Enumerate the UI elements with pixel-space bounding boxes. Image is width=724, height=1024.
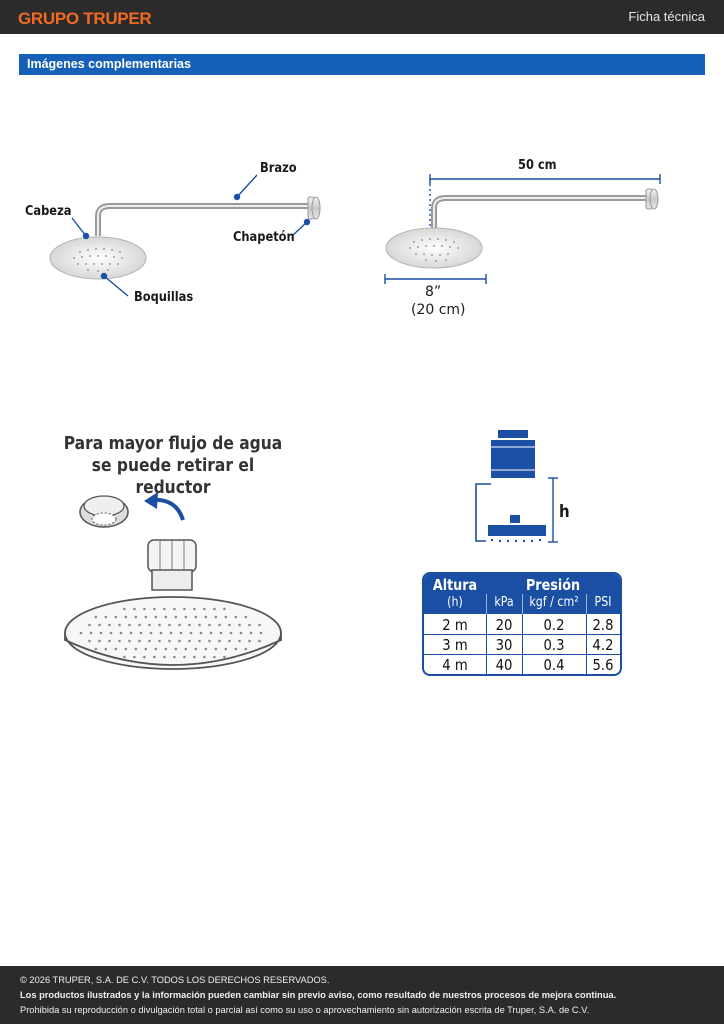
subheader-kgf: kgf / cm² bbox=[529, 595, 579, 610]
col-divider bbox=[522, 614, 523, 674]
cell-psi: 4.2 bbox=[592, 636, 614, 654]
section-title: Imágenes complementarias bbox=[27, 57, 191, 71]
arm-length-dimension: 50 cm bbox=[518, 158, 557, 173]
label-head: Cabeza bbox=[25, 204, 72, 219]
subheader-kpa: kPa bbox=[494, 595, 514, 610]
label-flange: Chapetón bbox=[233, 230, 295, 245]
reducer-note-line2: se puede retirar el reductor bbox=[91, 455, 255, 498]
head-diameter-metric: (20 cm) bbox=[411, 302, 466, 318]
reducer-note: Para mayor flujo de agua se puede retira… bbox=[59, 433, 288, 499]
cell-kgf: 0.4 bbox=[543, 656, 565, 674]
label-arm: Brazo bbox=[260, 161, 297, 176]
row-divider bbox=[424, 654, 620, 655]
subheader-psi: PSI bbox=[594, 595, 612, 610]
cell-psi: 5.6 bbox=[592, 656, 614, 674]
brand-logo: GRUPO TRUPER bbox=[18, 9, 152, 28]
subheader-h: (h) bbox=[447, 595, 463, 610]
footer: © 2026 TRUPER, S.A. DE C.V. TODOS LOS DE… bbox=[0, 966, 724, 1024]
cell-psi: 2.8 bbox=[592, 616, 614, 634]
cell-height: 4 m bbox=[442, 656, 468, 674]
cell-kgf: 0.2 bbox=[543, 616, 565, 634]
cell-kpa: 30 bbox=[495, 636, 513, 654]
col-divider bbox=[586, 614, 587, 674]
reducer-note-line1: Para mayor flujo de agua bbox=[63, 433, 283, 454]
head-diameter-dimension: 8” bbox=[425, 284, 442, 300]
section-header: Imágenes complementarias bbox=[19, 54, 705, 75]
header-altura: Altura bbox=[432, 576, 478, 594]
row-divider bbox=[424, 634, 620, 635]
footer-copyright: © 2026 TRUPER, S.A. DE C.V. TODOS LOS DE… bbox=[20, 975, 330, 985]
label-nozzles: Boquillas bbox=[134, 290, 194, 305]
document-type: Ficha técnica bbox=[628, 9, 705, 24]
col-divider bbox=[486, 614, 487, 674]
cell-kpa: 20 bbox=[495, 616, 513, 634]
height-label: h bbox=[559, 502, 570, 522]
footer-prohibition: Prohibida su reproducción o divulgación … bbox=[20, 1005, 590, 1015]
cell-height: 3 m bbox=[442, 636, 468, 654]
cell-kpa: 40 bbox=[495, 656, 513, 674]
top-bar: GRUPO TRUPER Ficha técnica bbox=[0, 0, 724, 34]
cell-kgf: 0.3 bbox=[543, 636, 565, 654]
cell-height: 2 m bbox=[442, 616, 468, 634]
header-presion: Presión bbox=[525, 576, 581, 594]
footer-notice: Los productos ilustrados y la informació… bbox=[20, 990, 617, 1000]
pressure-table: Altura Presión (h) kPa kgf / cm² PSI 2 m… bbox=[422, 572, 622, 676]
